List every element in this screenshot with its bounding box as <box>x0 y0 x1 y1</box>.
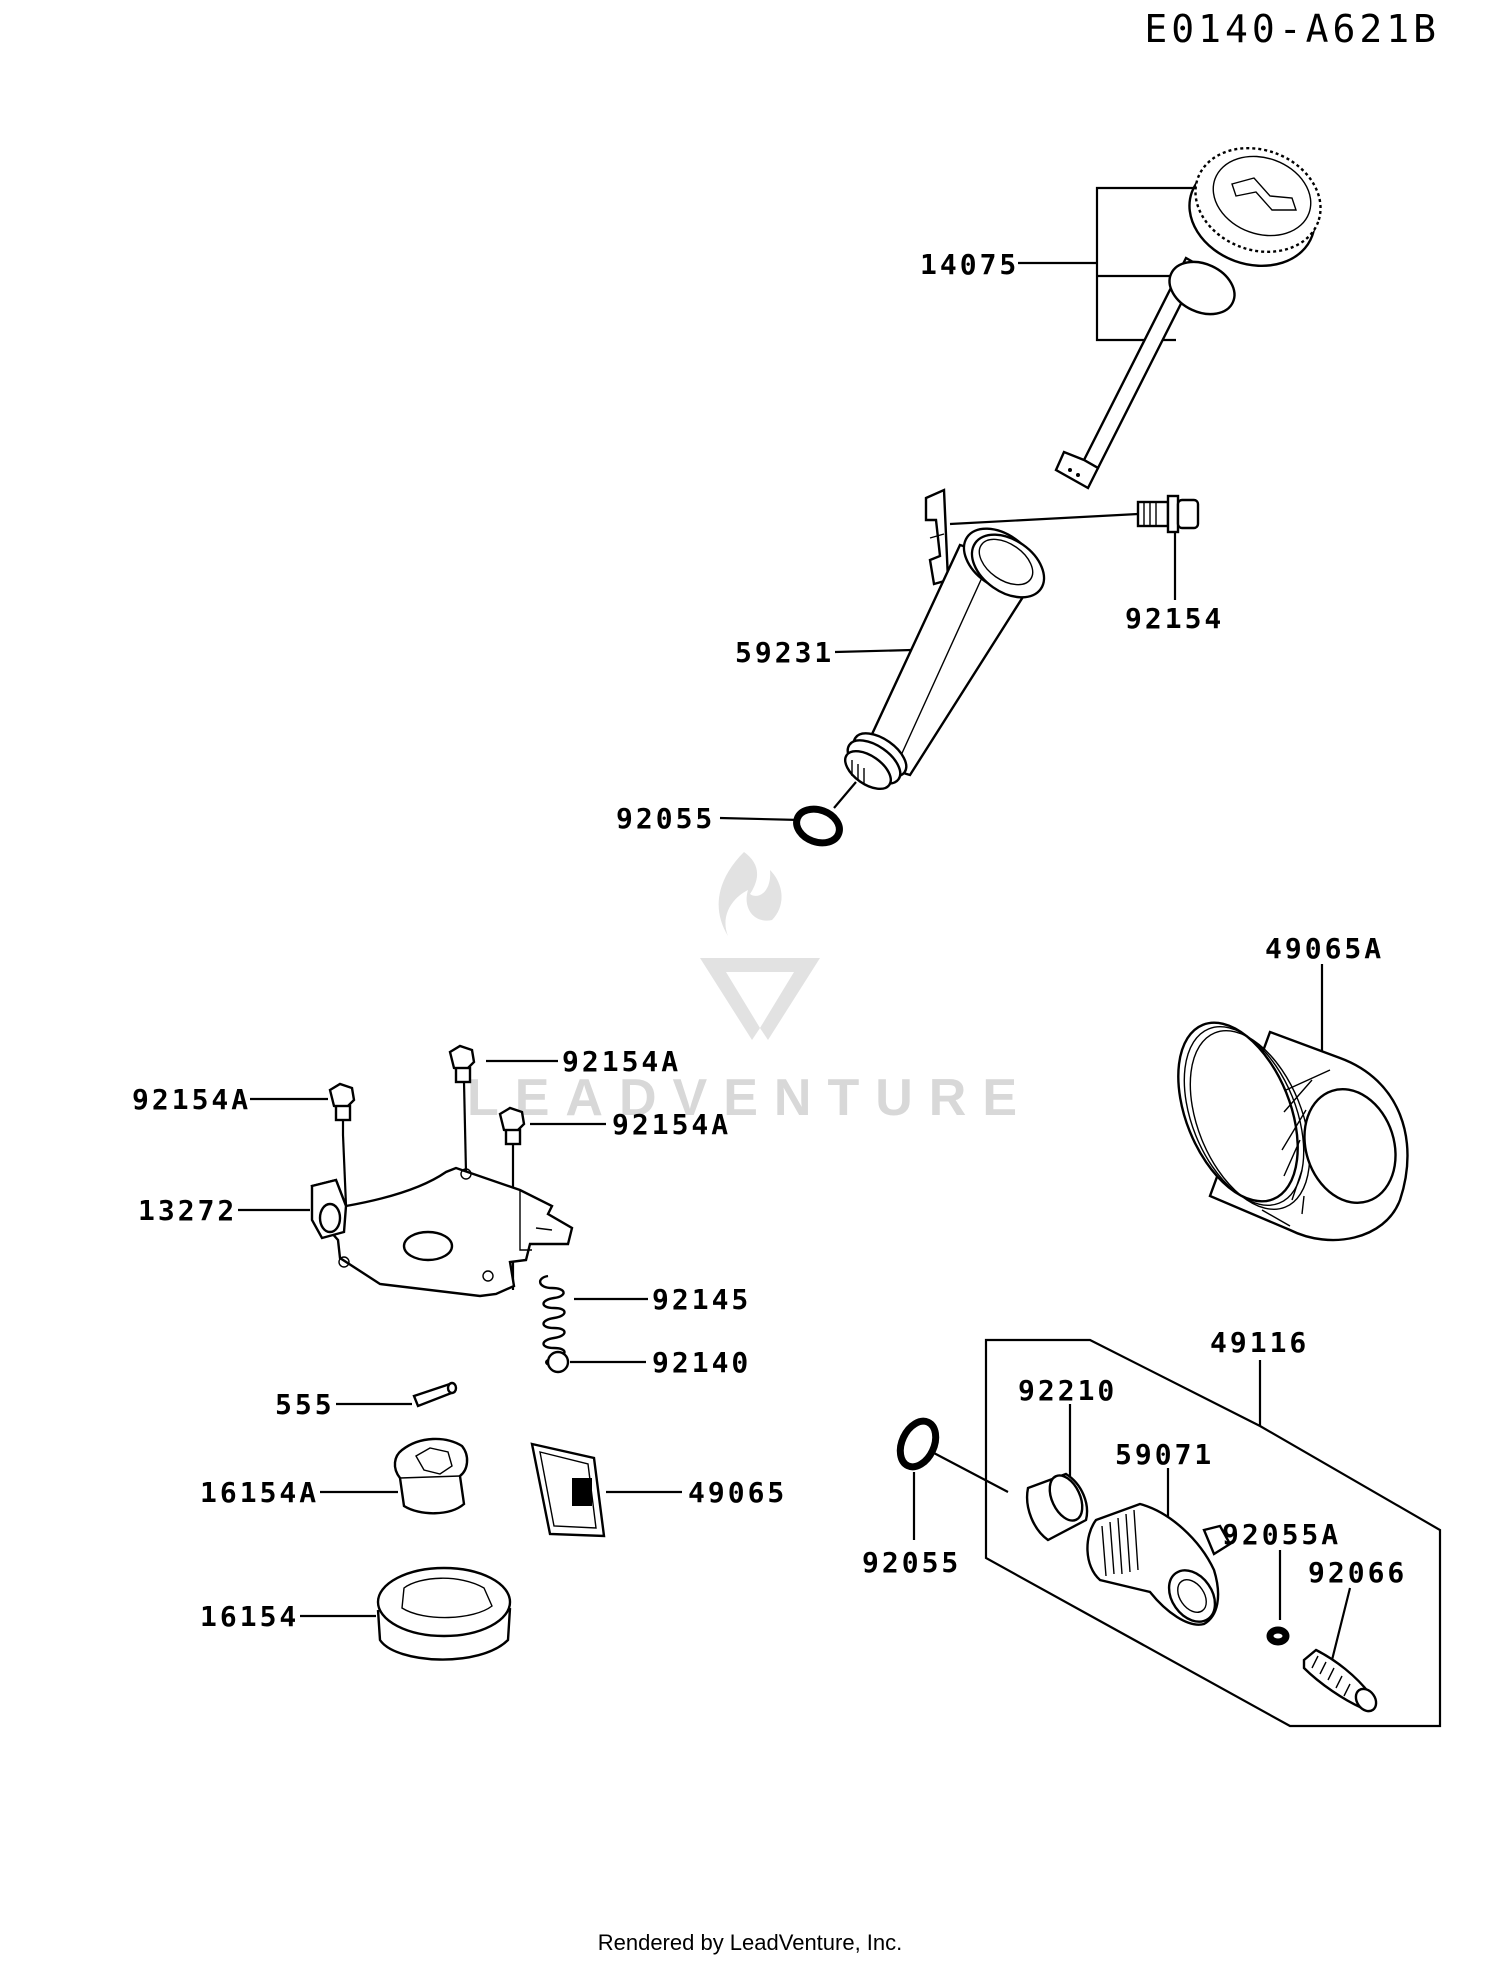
part-49116-bypass-assembly-outline[interactable] <box>984 1338 1442 1728</box>
part-92140-ball[interactable] <box>546 1350 646 1374</box>
part-92154A-bolt-2[interactable] <box>448 1044 558 1173</box>
label-16154[interactable]: 16154 <box>200 1600 299 1633</box>
label-49065A[interactable]: 49065A <box>1265 932 1384 965</box>
part-49065A-oil-filter[interactable] <box>1155 964 1410 1242</box>
label-92055-bottom[interactable]: 92055 <box>862 1546 961 1579</box>
part-92154A-bolt-1[interactable] <box>250 1082 356 1206</box>
part-59231-filler-tube[interactable] <box>833 488 1056 809</box>
part-92145-spring[interactable] <box>539 1274 648 1368</box>
label-92154[interactable]: 92154 <box>1125 602 1224 635</box>
label-92154A-3[interactable]: 92154A <box>612 1108 731 1141</box>
label-92066[interactable]: 92066 <box>1308 1556 1407 1589</box>
part-92210-nut[interactable] <box>1025 1404 1089 1542</box>
label-92154A-1[interactable]: 92154A <box>132 1083 251 1116</box>
footer-credit: Rendered by LeadVenture, Inc. <box>598 1930 903 1955</box>
label-16154A[interactable]: 16154A <box>200 1476 319 1509</box>
watermark-text: LEADVENTURE <box>467 1069 1033 1127</box>
label-49116[interactable]: 49116 <box>1210 1326 1309 1359</box>
part-13272-plate[interactable] <box>238 1166 574 1298</box>
label-92154A-2[interactable]: 92154A <box>562 1045 681 1078</box>
leadventure-watermark: LEADVENTURE <box>467 852 1033 1127</box>
part-16154-outer-rotor[interactable] <box>300 1566 512 1661</box>
label-92055-top[interactable]: 92055 <box>616 802 715 835</box>
part-16154A-inner-rotor[interactable] <box>320 1437 469 1515</box>
label-92055A[interactable]: 92055A <box>1222 1518 1341 1551</box>
label-92145[interactable]: 92145 <box>652 1283 751 1316</box>
diagram-id: E0140-A621B <box>1144 7 1440 51</box>
label-92210[interactable]: 92210 <box>1018 1374 1117 1407</box>
part-59071-bypass-body[interactable] <box>1086 1468 1232 1630</box>
label-13272[interactable]: 13272 <box>138 1194 237 1227</box>
part-49065-screen[interactable] <box>530 1442 682 1538</box>
part-92154A-bolt-3[interactable] <box>498 1106 606 1290</box>
label-59071[interactable]: 59071 <box>1115 1438 1214 1471</box>
part-14075-dipstick[interactable] <box>1018 131 1335 490</box>
label-92140[interactable]: 92140 <box>652 1346 751 1379</box>
label-14075[interactable]: 14075 <box>920 248 1019 281</box>
part-92055-o-ring-top[interactable] <box>719 803 844 848</box>
label-49065[interactable]: 49065 <box>688 1476 787 1509</box>
label-59231[interactable]: 59231 <box>735 636 834 669</box>
part-92066-plug[interactable] <box>1302 1587 1380 1715</box>
part-92154-bolt[interactable] <box>949 494 1200 600</box>
part-92055A-o-ring[interactable] <box>1266 1550 1290 1646</box>
label-555[interactable]: 555 <box>275 1388 335 1421</box>
part-92055-o-ring-bottom[interactable] <box>893 1415 1009 1540</box>
part-555-pin[interactable] <box>336 1381 458 1408</box>
